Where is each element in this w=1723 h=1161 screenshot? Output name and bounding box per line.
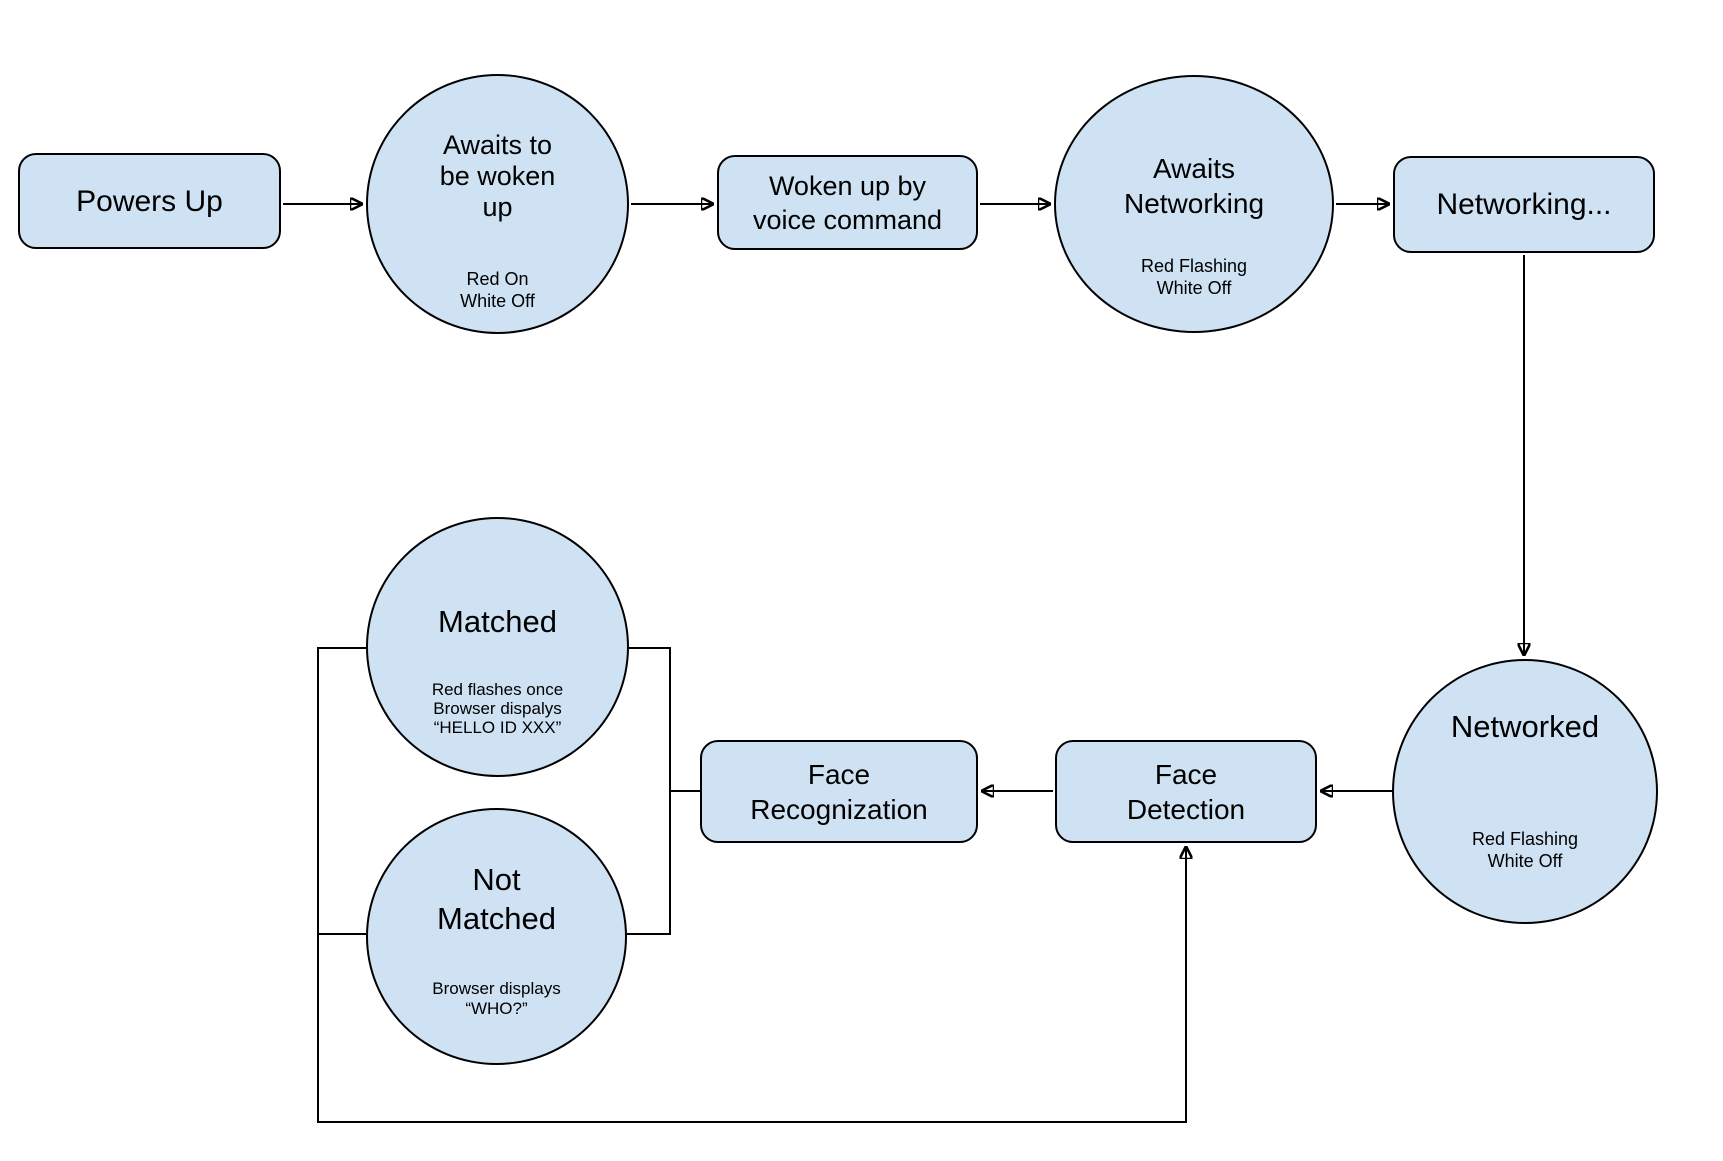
node-label: Not Matched: [437, 862, 556, 936]
edge-loop-to-facedetection: [317, 647, 1186, 1123]
node-networking: Networking...: [1393, 156, 1655, 253]
node-label: Awaits to be woken up: [439, 130, 556, 222]
node-powers-up: Powers Up: [18, 153, 281, 249]
node-awaits-to-be-woken-up: Awaits to be woken up Red On White Off: [366, 74, 629, 334]
node-sublabel: Red On White Off: [460, 269, 535, 311]
node-label: Networked: [1450, 709, 1600, 744]
node-label: Face Recognization: [750, 758, 928, 825]
node-matched: Matched Red flashes once Browser dispaly…: [366, 517, 629, 777]
node-not-matched: Not Matched Browser displays “WHO?”: [366, 808, 627, 1065]
edge-bracket-matched-notmatched: [627, 647, 671, 935]
node-label: Awaits Networking: [1123, 153, 1265, 219]
node-awaits-networking: Awaits Networking Red Flashing White Off: [1054, 75, 1334, 333]
node-face-detection: Face Detection: [1055, 740, 1317, 843]
node-label: Woken up by voice command: [752, 170, 943, 235]
node-label: Matched: [438, 604, 557, 639]
node-sublabel: Red Flashing White Off: [1471, 829, 1579, 871]
node-face-recognization: Face Recognization: [700, 740, 978, 843]
node-sublabel: Red flashes once Browser dispalys “HELLO…: [431, 680, 564, 737]
node-woken-up-by-voice-command: Woken up by voice command: [717, 155, 978, 250]
node-label: Networking...: [1436, 188, 1612, 221]
node-label: Powers Up: [76, 184, 223, 218]
node-label: Face Detection: [1126, 758, 1246, 825]
node-networked: Networked Red Flashing White Off: [1392, 659, 1658, 924]
node-sublabel: Browser displays “WHO?”: [432, 979, 561, 1018]
node-sublabel: Red Flashing White Off: [1140, 256, 1248, 298]
